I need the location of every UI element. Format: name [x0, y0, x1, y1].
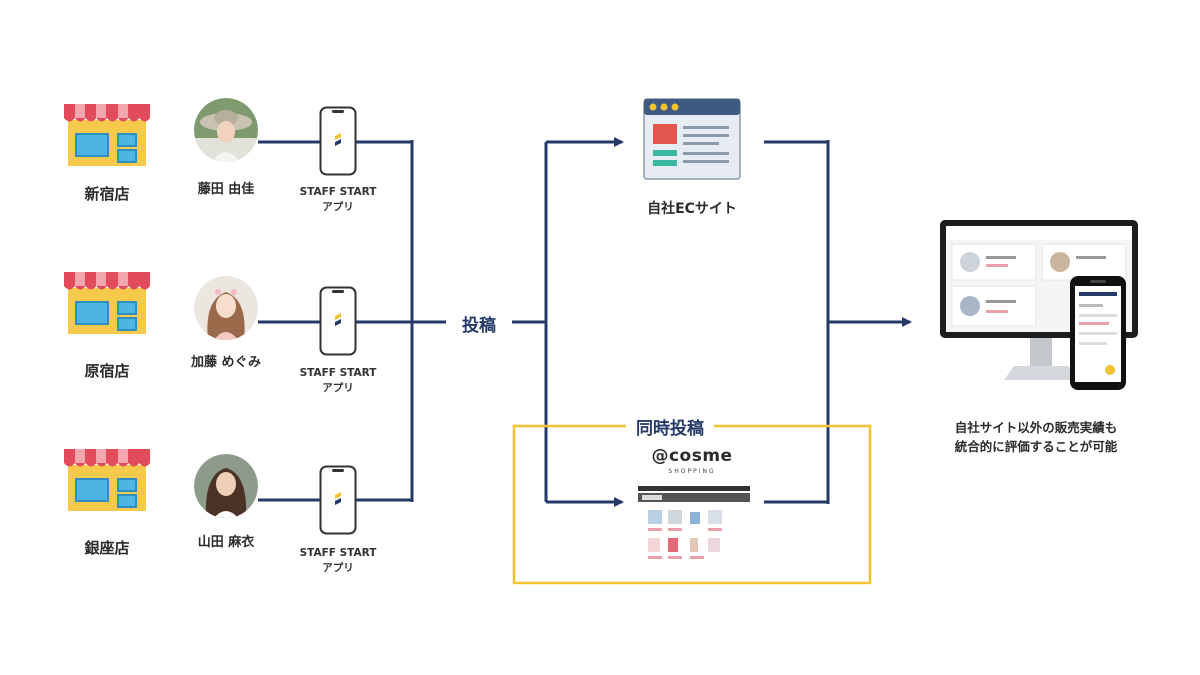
- app-caption-1-line1: STAFF START: [299, 186, 377, 198]
- store-icon-2: [64, 272, 150, 334]
- store-name-3: 銀座店: [84, 539, 130, 557]
- cosme-shop-page-thumbnail: [638, 486, 750, 564]
- dashboard-devices-icon: [940, 220, 1138, 390]
- simultaneous-post-label: 同時投稿: [626, 414, 714, 439]
- app-caption-3-line2: アプリ: [322, 562, 354, 574]
- staff-avatar-1: [194, 98, 258, 162]
- store-name-2: 原宿店: [84, 362, 130, 380]
- app-caption-2-line1: STAFF START: [299, 367, 377, 379]
- app-caption-1-line2: アプリ: [322, 201, 354, 213]
- result-caption-line2: 統合的に評価することが可能: [954, 439, 1118, 454]
- staff-name-2: 加藤 めぐみ: [191, 355, 261, 370]
- app-caption-1: STAFF START アプリ: [283, 185, 393, 215]
- post-label: 投稿: [462, 316, 496, 336]
- store-icon-3: [64, 449, 150, 511]
- store-name-1: 新宿店: [84, 185, 130, 203]
- phone-icon-2: [319, 286, 357, 356]
- app-caption-3-line1: STAFF START: [299, 547, 377, 559]
- result-caption-line1: 自社サイト以外の販売実績も: [954, 420, 1118, 435]
- ec-site-icon: [643, 98, 741, 180]
- app-caption-2: STAFF START アプリ: [283, 366, 393, 396]
- app-caption-2-line2: アプリ: [322, 382, 354, 394]
- staff-name-1: 藤田 由佳: [197, 182, 255, 197]
- staff-avatar-2: [194, 276, 258, 340]
- result-caption: 自社サイト以外の販売実績も 統合的に評価することが可能: [916, 418, 1156, 456]
- staff-avatar-3: [194, 454, 258, 518]
- store-icon-1: [64, 104, 150, 166]
- ec-site-label: 自社ECサイト: [647, 201, 737, 217]
- cosme-logo: @cosme: [651, 446, 733, 466]
- cosme-logo-sub: SHOPPING: [668, 468, 716, 475]
- phone-icon-3: [319, 465, 357, 535]
- staff-name-3: 山田 麻衣: [197, 535, 255, 550]
- app-caption-3: STAFF START アプリ: [283, 546, 393, 576]
- phone-icon-1: [319, 106, 357, 176]
